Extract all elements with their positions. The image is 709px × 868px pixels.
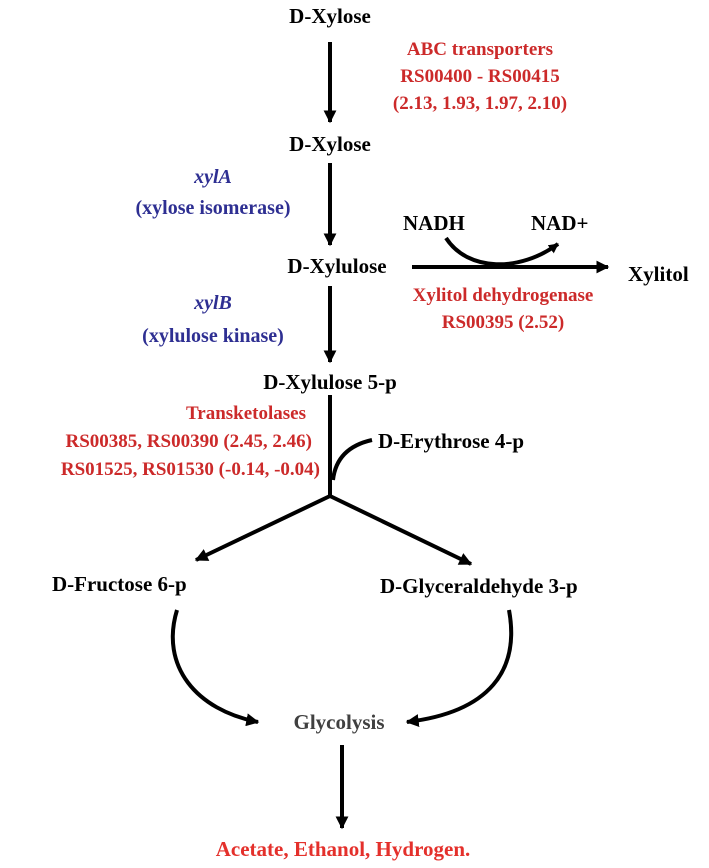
nadh: NADH — [403, 211, 465, 235]
nadh-to-nad-arrow — [444, 236, 560, 267]
xylose-isomerase-label: (xylose isomerase) — [135, 197, 291, 219]
transketolases-genes-2: RS01525, RS01530 (-0.14, -0.04) — [60, 459, 320, 480]
d-erythrose-4p: D-Erythrose 4-p — [378, 429, 525, 453]
xylB-gene: xylB — [194, 292, 232, 314]
end-products: Acetate, Ethanol, Hydrogen. — [215, 837, 471, 861]
d-xylose-extracellular: D-Xylose — [289, 4, 371, 28]
xylulose-kinase-label: (xylulose kinase) — [142, 325, 284, 347]
glyceraldehyde-to-glycolysis-arrow — [405, 609, 514, 728]
xylitol: Xylitol — [628, 262, 689, 286]
glycolysis: Glycolysis — [293, 710, 385, 734]
abc-transporters-label: ABC transporters — [406, 39, 554, 60]
transketolases-label: Transketolases — [186, 403, 306, 424]
to-fructose-arrow — [194, 494, 331, 562]
to-glyceraldehyde-arrow — [329, 494, 473, 566]
d-glyceraldehyde-3p: D-Glyceraldehyde 3-p — [380, 574, 578, 598]
d-fructose-6p: D-Fructose 6-p — [52, 572, 187, 596]
xylA-gene: xylA — [194, 166, 232, 188]
d-xylulose: D-Xylulose — [287, 254, 387, 278]
nad-plus: NAD+ — [531, 211, 589, 235]
xylitol-dehydrogenase-gene: RS00395 (2.52) — [441, 312, 565, 333]
d-xylose-intracellular: D-Xylose — [289, 132, 371, 156]
transketolases-genes-1: RS00385, RS00390 (2.45, 2.46) — [65, 431, 312, 452]
fructose-to-glycolysis-arrow — [170, 609, 260, 727]
xylitol-dehydrogenase-label: Xylitol dehydrogenase — [412, 285, 594, 306]
abc-transporters-values: (2.13, 1.93, 1.97, 2.10) — [392, 93, 568, 114]
abc-transporters-genes: RS00400 - RS00415 — [400, 66, 560, 87]
d-xylulose-5p: D-Xylulose 5-p — [263, 370, 397, 394]
erythrose-input — [331, 438, 373, 481]
